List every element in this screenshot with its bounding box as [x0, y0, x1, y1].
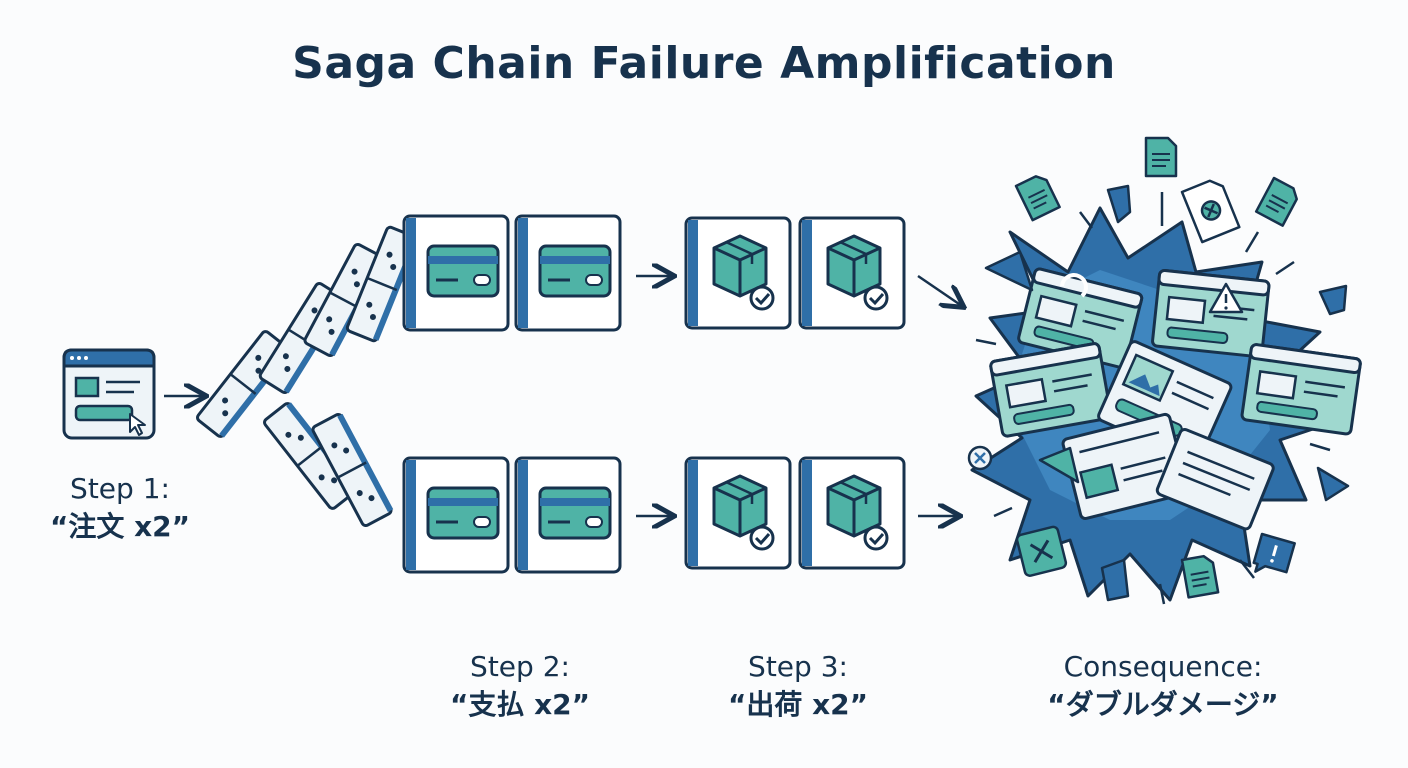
step-2-value: “支払 x2” [449, 688, 591, 721]
credit-card-icon [402, 214, 622, 332]
package-check-icon [684, 216, 906, 330]
package-check-icon [684, 456, 906, 570]
step-3-value: “出荷 x2” [727, 688, 869, 721]
domino-icon [194, 224, 422, 529]
step-2-title: Step 2: [470, 650, 570, 683]
credit-card-icon [402, 456, 622, 574]
step-1-value: “注文 x2” [49, 510, 191, 543]
step-3-title: Step 3: [748, 650, 848, 683]
consequence-label: Consequence: “ダブルダメージ” [1008, 648, 1318, 724]
explosion-icon [967, 136, 1363, 605]
browser-cursor-icon [62, 348, 156, 440]
step-3-label: Step 3: “出荷 x2” [698, 648, 898, 724]
page-title: Saga Chain Failure Amplification [292, 38, 1116, 89]
step-1-label: Step 1: “注文 x2” [20, 470, 220, 546]
flow-arrow [917, 274, 962, 306]
step-1-title: Step 1: [70, 472, 170, 505]
step-2-label: Step 2: “支払 x2” [420, 648, 620, 724]
consequence-value: “ダブルダメージ” [1047, 688, 1279, 721]
consequence-title: Consequence: [1063, 650, 1263, 683]
